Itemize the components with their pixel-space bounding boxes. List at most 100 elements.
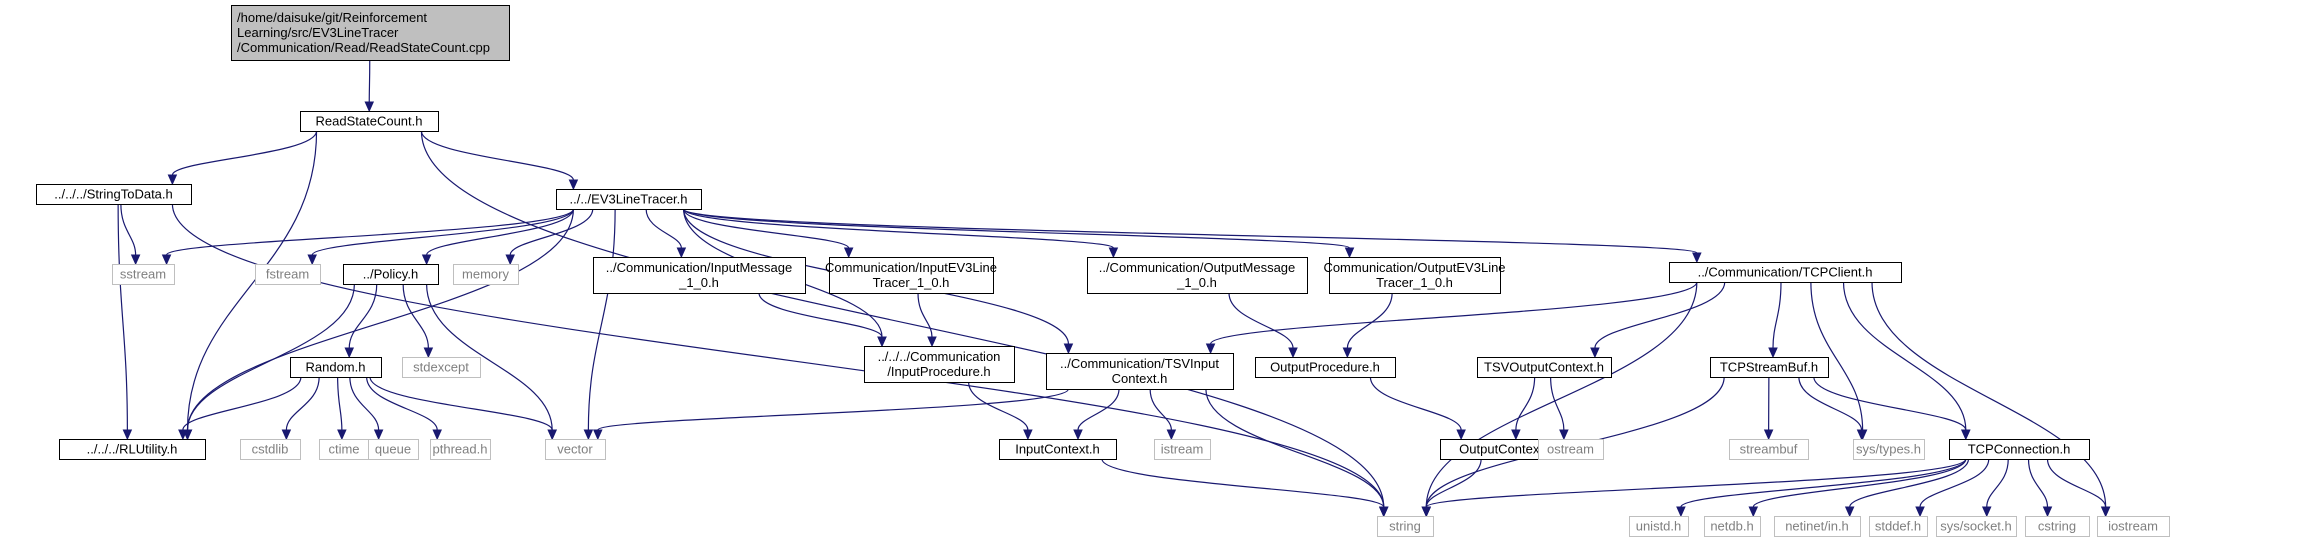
node-box — [1710, 357, 1829, 378]
node-policy[interactable]: ../Policy.h — [343, 264, 439, 285]
node-tsvout[interactable]: TSVOutputContext.h — [1477, 357, 1612, 378]
node-vector: vector — [545, 439, 606, 460]
edge-arrowhead — [1692, 252, 1702, 264]
node-label: ../Communication/TSVInput — [1060, 356, 1219, 371]
node-box — [36, 184, 192, 205]
node-label: sstream — [120, 267, 166, 282]
edge-line — [1550, 376, 1565, 431]
node-label: ../../../StringToData.h — [54, 187, 173, 202]
edge-arrowhead — [505, 254, 515, 266]
node-stringtodata[interactable]: ../../../StringToData.h — [36, 184, 192, 205]
edge-arrowhead — [1342, 347, 1353, 359]
node-inmsg[interactable]: ../Communication/InputMessage_1_0.h — [593, 257, 806, 294]
node-string: string — [1377, 516, 1434, 537]
edge-outctx-to-string — [1421, 458, 1482, 518]
edge-line — [1205, 388, 1385, 508]
node-ev3[interactable]: ../../EV3LineTracer.h — [556, 189, 702, 210]
edge-line — [683, 208, 1698, 254]
edge-random-to-ctime — [337, 376, 347, 441]
edge-arrowhead — [1166, 429, 1177, 441]
edge-arrowhead — [547, 429, 557, 441]
node-tcpconn[interactable]: TCPConnection.h — [1949, 439, 2090, 460]
edge-line — [1149, 388, 1172, 431]
edge-readstate-to-stringtodata — [167, 130, 318, 186]
node-random[interactable]: Random.h — [290, 357, 382, 378]
node-label: OutputContext.h — [1459, 442, 1554, 457]
node-box — [1949, 439, 2090, 460]
node-box — [2097, 516, 2170, 537]
node-inctx[interactable]: InputContext.h — [999, 439, 1117, 460]
edge-stringtodata-to-rlutil — [117, 203, 133, 441]
edge-arrowhead — [843, 247, 854, 259]
node-box — [343, 264, 439, 285]
edge-ev3-to-inmsg — [645, 208, 687, 259]
node-box — [556, 189, 702, 210]
edge-line — [117, 203, 128, 431]
node-tcpclient[interactable]: ../Communication/TCPClient.h — [1669, 262, 1902, 283]
node-outmsg[interactable]: ../Communication/OutputMessage_1_0.h — [1087, 257, 1308, 294]
edge-tcpsb-to-systypes — [1798, 376, 1867, 441]
node-outproc[interactable]: OutputProcedure.h — [1255, 357, 1396, 378]
edge-tsvin-to-istream — [1149, 388, 1177, 441]
node-label: ../Communication/OutputMessage — [1099, 260, 1296, 275]
edge-arrowhead — [568, 179, 579, 191]
node-box — [1255, 357, 1396, 378]
node-label: ../Communication/TCPClient.h — [1698, 265, 1873, 280]
edge-arrowhead — [1856, 429, 1867, 441]
edge-arrowhead — [1559, 429, 1569, 441]
node-box — [112, 264, 175, 285]
node-label: netdb.h — [1710, 519, 1753, 534]
edge-tcpclient-to-tcpsb — [1768, 281, 1782, 359]
edge-tsvin-to-string — [1205, 388, 1389, 518]
node-label: unistd.h — [1636, 519, 1682, 534]
node-istream: istream — [1154, 439, 1211, 460]
edge-line — [1101, 458, 1385, 508]
node-rlutil[interactable]: ../../../RLUtility.h — [59, 439, 206, 460]
node-inproc[interactable]: ../../../Communication/InputProcedure.h — [864, 346, 1015, 383]
node-fstream: fstream — [255, 264, 321, 285]
node-tcpsb[interactable]: TCPStreamBuf.h — [1710, 357, 1829, 378]
node-label: OutputProcedure.h — [1270, 360, 1380, 375]
edge-tcpconn-to-netinet — [1844, 458, 1970, 518]
edge-arrowhead — [1961, 429, 1971, 441]
edge-arrowhead — [1768, 347, 1778, 359]
edge-arrowhead — [1590, 347, 1600, 359]
edge-line — [587, 208, 616, 431]
edge-arrowhead — [1763, 429, 1774, 441]
edge-line — [120, 203, 137, 256]
node-readstate[interactable]: ReadStateCount.h — [300, 111, 439, 132]
edge-line — [1871, 281, 2107, 508]
node-box — [864, 346, 1015, 383]
edge-line — [1594, 281, 1726, 349]
node-box — [1154, 439, 1211, 460]
edge-line — [1369, 376, 1462, 431]
node-label: ctime — [328, 442, 359, 457]
edge-arrowhead — [130, 254, 141, 266]
edge-arrowhead — [1378, 506, 1389, 518]
edge-line — [1842, 281, 1967, 431]
node-box — [1377, 516, 1434, 537]
edge-tcpconn-to-netdb — [1748, 458, 1967, 518]
edge-line — [165, 208, 574, 256]
edge-arrowhead — [927, 336, 937, 348]
edge-line — [171, 130, 318, 176]
node-box — [1853, 439, 1925, 460]
edge-ev3-to-memory — [505, 208, 594, 266]
edge-arrowhead — [1915, 506, 1925, 518]
edge-arrowhead — [423, 347, 434, 359]
edge-arrowhead — [1748, 506, 1759, 518]
edge-line — [1798, 376, 1863, 431]
edge-arrowhead — [1676, 506, 1686, 518]
edge-inmsg-to-inproc — [758, 292, 887, 348]
edge-ev3-to-outmsg — [683, 208, 1119, 259]
node-box — [1629, 516, 1689, 537]
edge-line — [186, 283, 355, 431]
edge-line — [1515, 376, 1536, 431]
node-stddef: stddef.h — [1869, 516, 1928, 537]
edge-tsvout-to-outctx — [1511, 376, 1536, 441]
edge-line — [369, 376, 553, 431]
node-root[interactable]: /home/daisuke/git/ReinforcementLearning/… — [231, 5, 510, 61]
